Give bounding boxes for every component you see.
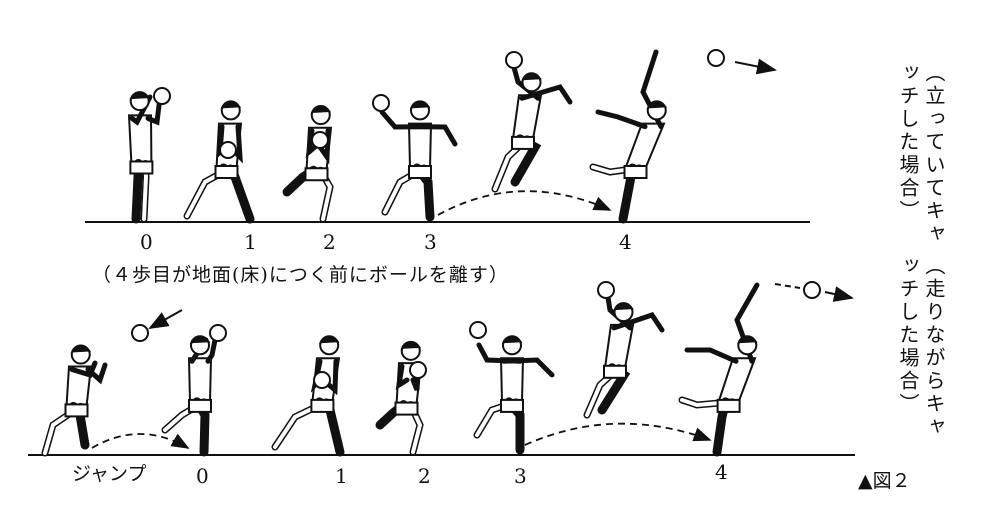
arm-2: [519, 84, 573, 105]
incoming-ball-arrow: [148, 309, 183, 329]
shorts: [716, 398, 741, 413]
ball-top-3: [372, 94, 390, 112]
ball-top-1: [219, 141, 237, 159]
hair: [310, 105, 331, 115]
torso: [624, 122, 666, 169]
ball-bottom-4: [469, 321, 487, 339]
hair: [613, 302, 634, 312]
hair: [70, 345, 91, 354]
torso: [603, 323, 635, 369]
figure-label: ▲図２: [858, 470, 911, 492]
player-bottom-0: [41, 344, 108, 457]
top-step-2: 2: [323, 230, 336, 254]
ball-path-arrow-top: [734, 58, 777, 75]
top-step-1: 1: [244, 230, 257, 254]
hair: [502, 336, 522, 345]
bottom-side-note: （走りながらキャッチした場合）: [896, 255, 946, 439]
shorts: [310, 398, 335, 413]
jump-arc-bottom-1: [91, 433, 190, 449]
torso: [717, 357, 757, 403]
arm-2: [595, 109, 648, 130]
arm: [205, 337, 218, 364]
shorts: [214, 165, 239, 179]
release-caption: （４歩目が地面(床)につく前にボールを離す）: [92, 264, 509, 286]
torso: [407, 122, 433, 169]
torso: [187, 357, 213, 403]
top-side-note: （立っていてキャッチした場合）: [896, 62, 946, 246]
ball-bottom-0: [131, 324, 149, 342]
player-bottom-2: [271, 335, 345, 457]
jump-arc-top: [437, 190, 612, 216]
top-step-0: 0: [140, 230, 153, 254]
bottom-step-1: 1: [335, 464, 348, 488]
ball-bottom-2: [313, 371, 331, 389]
hair: [129, 91, 150, 101]
ball-bottom-3: [409, 361, 427, 379]
bottom-step-3: 3: [514, 464, 527, 488]
hair: [521, 73, 542, 82]
torso: [499, 357, 525, 403]
shorts: [394, 401, 419, 416]
hair: [646, 101, 667, 110]
bottom-step-2: 2: [418, 464, 431, 488]
ball-bottom-5: [597, 281, 615, 299]
ball-path-arrow-bottom: [824, 286, 854, 302]
player-bottom-1: [161, 335, 218, 457]
ball-bottom-6: [803, 281, 821, 299]
arm-2: [684, 347, 739, 364]
player-bottom-3: [375, 340, 424, 456]
shorts: [500, 398, 524, 413]
arm-2: [305, 128, 318, 159]
shorts: [188, 398, 212, 413]
hair: [410, 101, 430, 110]
player-top-4: [491, 57, 573, 193]
shorts: [408, 165, 432, 179]
shorts: [304, 167, 329, 182]
arm: [145, 94, 163, 126]
ball-path-dashed-bottom: [774, 283, 801, 289]
top-step-4: 4: [619, 230, 632, 254]
ball-top-5: [707, 49, 725, 67]
hair: [220, 101, 241, 110]
bottom-step-0: 0: [196, 464, 209, 488]
player-top-3: [379, 100, 458, 222]
player-bottom-6: [678, 282, 760, 457]
player-bottom-4: [473, 335, 555, 455]
shorts: [511, 135, 535, 150]
player-bottom-5: [583, 282, 665, 419]
arm-2: [395, 363, 410, 391]
player-top-5: [589, 49, 667, 224]
hair: [319, 336, 340, 345]
ball-top-4: [505, 51, 523, 69]
player-top-2: [282, 105, 334, 223]
player-top-0: [127, 91, 163, 224]
shorts: [64, 403, 89, 418]
arm-2: [501, 357, 555, 378]
shorts: [623, 165, 648, 179]
hair: [737, 336, 758, 345]
hair: [400, 341, 421, 350]
player-top-1: [183, 100, 255, 224]
jump-arc-bottom-2: [524, 422, 712, 446]
ball-bottom-1: [209, 324, 227, 342]
ball-top-0: [153, 87, 171, 105]
torso: [127, 114, 153, 165]
arm-2: [611, 312, 665, 333]
shorts: [129, 160, 154, 175]
ball-top-2: [311, 131, 329, 149]
torso: [511, 94, 543, 140]
top-step-3: 3: [424, 230, 437, 254]
shorts: [603, 364, 627, 379]
arm-2: [409, 124, 458, 147]
hair: [190, 336, 210, 345]
bottom-jump-label: ジャンプ: [72, 463, 147, 485]
bottom-step-4: 4: [715, 460, 728, 484]
arm-2: [69, 360, 98, 379]
